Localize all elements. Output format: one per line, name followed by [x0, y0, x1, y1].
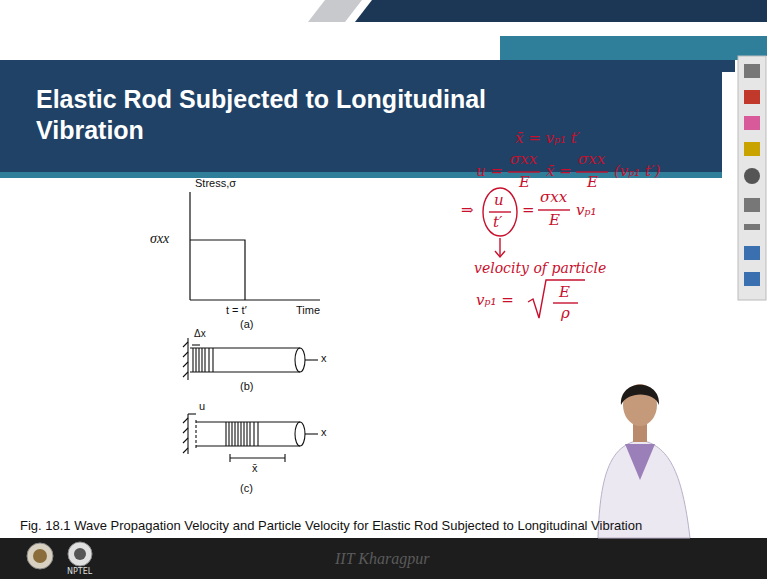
fraction-bar	[508, 171, 540, 172]
logo	[33, 549, 47, 563]
fraction-bar	[553, 302, 578, 303]
fraction-denominator: E	[519, 174, 530, 191]
wall-hatch	[183, 418, 188, 453]
fraction-numerator: u	[494, 192, 504, 209]
implies-sign: ⇒	[461, 202, 474, 219]
title-band	[0, 60, 735, 178]
watermark: IIT Kharagpur	[335, 550, 429, 568]
equation: vₚ₁	[576, 202, 597, 219]
equation: x̄ =	[546, 163, 572, 180]
fraction-bar	[576, 171, 608, 172]
rod-end	[295, 348, 305, 372]
dimension-label: x̄	[252, 462, 258, 475]
axis	[189, 192, 190, 300]
fraction-bar	[489, 211, 511, 212]
axis-label: Stress,σ	[195, 177, 236, 190]
top-grey-slant	[308, 0, 362, 22]
rod	[190, 348, 300, 372]
rod-end	[295, 422, 305, 446]
fraction-denominator: E	[549, 212, 560, 229]
tool-icon	[744, 168, 760, 184]
fraction-bar	[538, 209, 570, 210]
equation: u =	[476, 163, 503, 180]
pointer-arrow	[499, 238, 500, 256]
fraction-denominator: ρ	[561, 305, 570, 322]
logo-text: NPTEL	[67, 567, 92, 576]
tool-icon	[744, 246, 760, 260]
subfigure-label: (a)	[240, 318, 253, 331]
stress-label: σxx	[150, 231, 169, 247]
figure-caption: Fig. 18.1 Wave Propagation Velocity and …	[20, 518, 642, 533]
presenter-scarf	[625, 444, 655, 480]
equation: =	[522, 202, 535, 219]
axis-label: x	[321, 352, 327, 365]
tool-icon	[744, 272, 760, 286]
circle-mark	[483, 188, 517, 236]
axis	[305, 359, 318, 360]
compression-lines	[193, 348, 213, 372]
compression-lines	[226, 422, 258, 446]
top-navy-band	[355, 0, 767, 22]
subfigure-label: (b)	[240, 380, 253, 393]
arrow-head	[495, 251, 505, 257]
axis-label: x	[321, 426, 327, 439]
logo	[68, 542, 92, 566]
equation: vₚ₁ =	[476, 292, 514, 309]
footer-bar	[0, 538, 767, 579]
stress-pulse	[190, 240, 245, 300]
fraction-numerator: E	[559, 284, 570, 301]
tool-icon	[744, 116, 760, 130]
logo	[27, 543, 53, 569]
teal-strip	[500, 36, 767, 60]
fraction-numerator: σxx	[540, 189, 567, 206]
subfigure-label: (c)	[240, 482, 253, 495]
displaced-end	[195, 420, 196, 448]
fraction-denominator: t′	[493, 214, 502, 231]
time-mark: t = t′	[226, 304, 247, 317]
rod	[196, 422, 300, 446]
fraction-numerator: σxx	[510, 151, 537, 168]
tool-icon	[744, 64, 760, 78]
logo	[74, 548, 86, 560]
dimension	[192, 344, 200, 345]
wall	[187, 338, 188, 380]
wall-hatch	[183, 342, 188, 377]
equation: (vₚ₁ t′)	[614, 163, 660, 180]
tool-icon	[744, 224, 760, 230]
fraction-denominator: E	[587, 174, 598, 191]
tool-icon	[744, 142, 760, 156]
sqrt-sign	[528, 280, 585, 318]
title-band-edge	[0, 172, 722, 178]
equation: x̄ = vₚ₁ t′	[515, 130, 580, 147]
tool-icon	[744, 90, 760, 104]
axis	[305, 433, 318, 434]
dimension-label: u	[199, 400, 205, 413]
axis-label: Time	[296, 304, 320, 317]
dimension	[230, 454, 285, 462]
tool-icon	[744, 198, 760, 212]
dimension	[188, 413, 196, 414]
axis	[190, 299, 320, 300]
handwritten-note: velocity of particle	[474, 260, 606, 276]
slide-title: Elastic Rod Subjected to Longitudinal Vi…	[36, 84, 536, 147]
fraction-numerator: σxx	[578, 151, 605, 168]
dimension-label: Δx	[194, 328, 206, 340]
toolbar	[738, 56, 766, 300]
presenter-hair	[621, 385, 659, 405]
